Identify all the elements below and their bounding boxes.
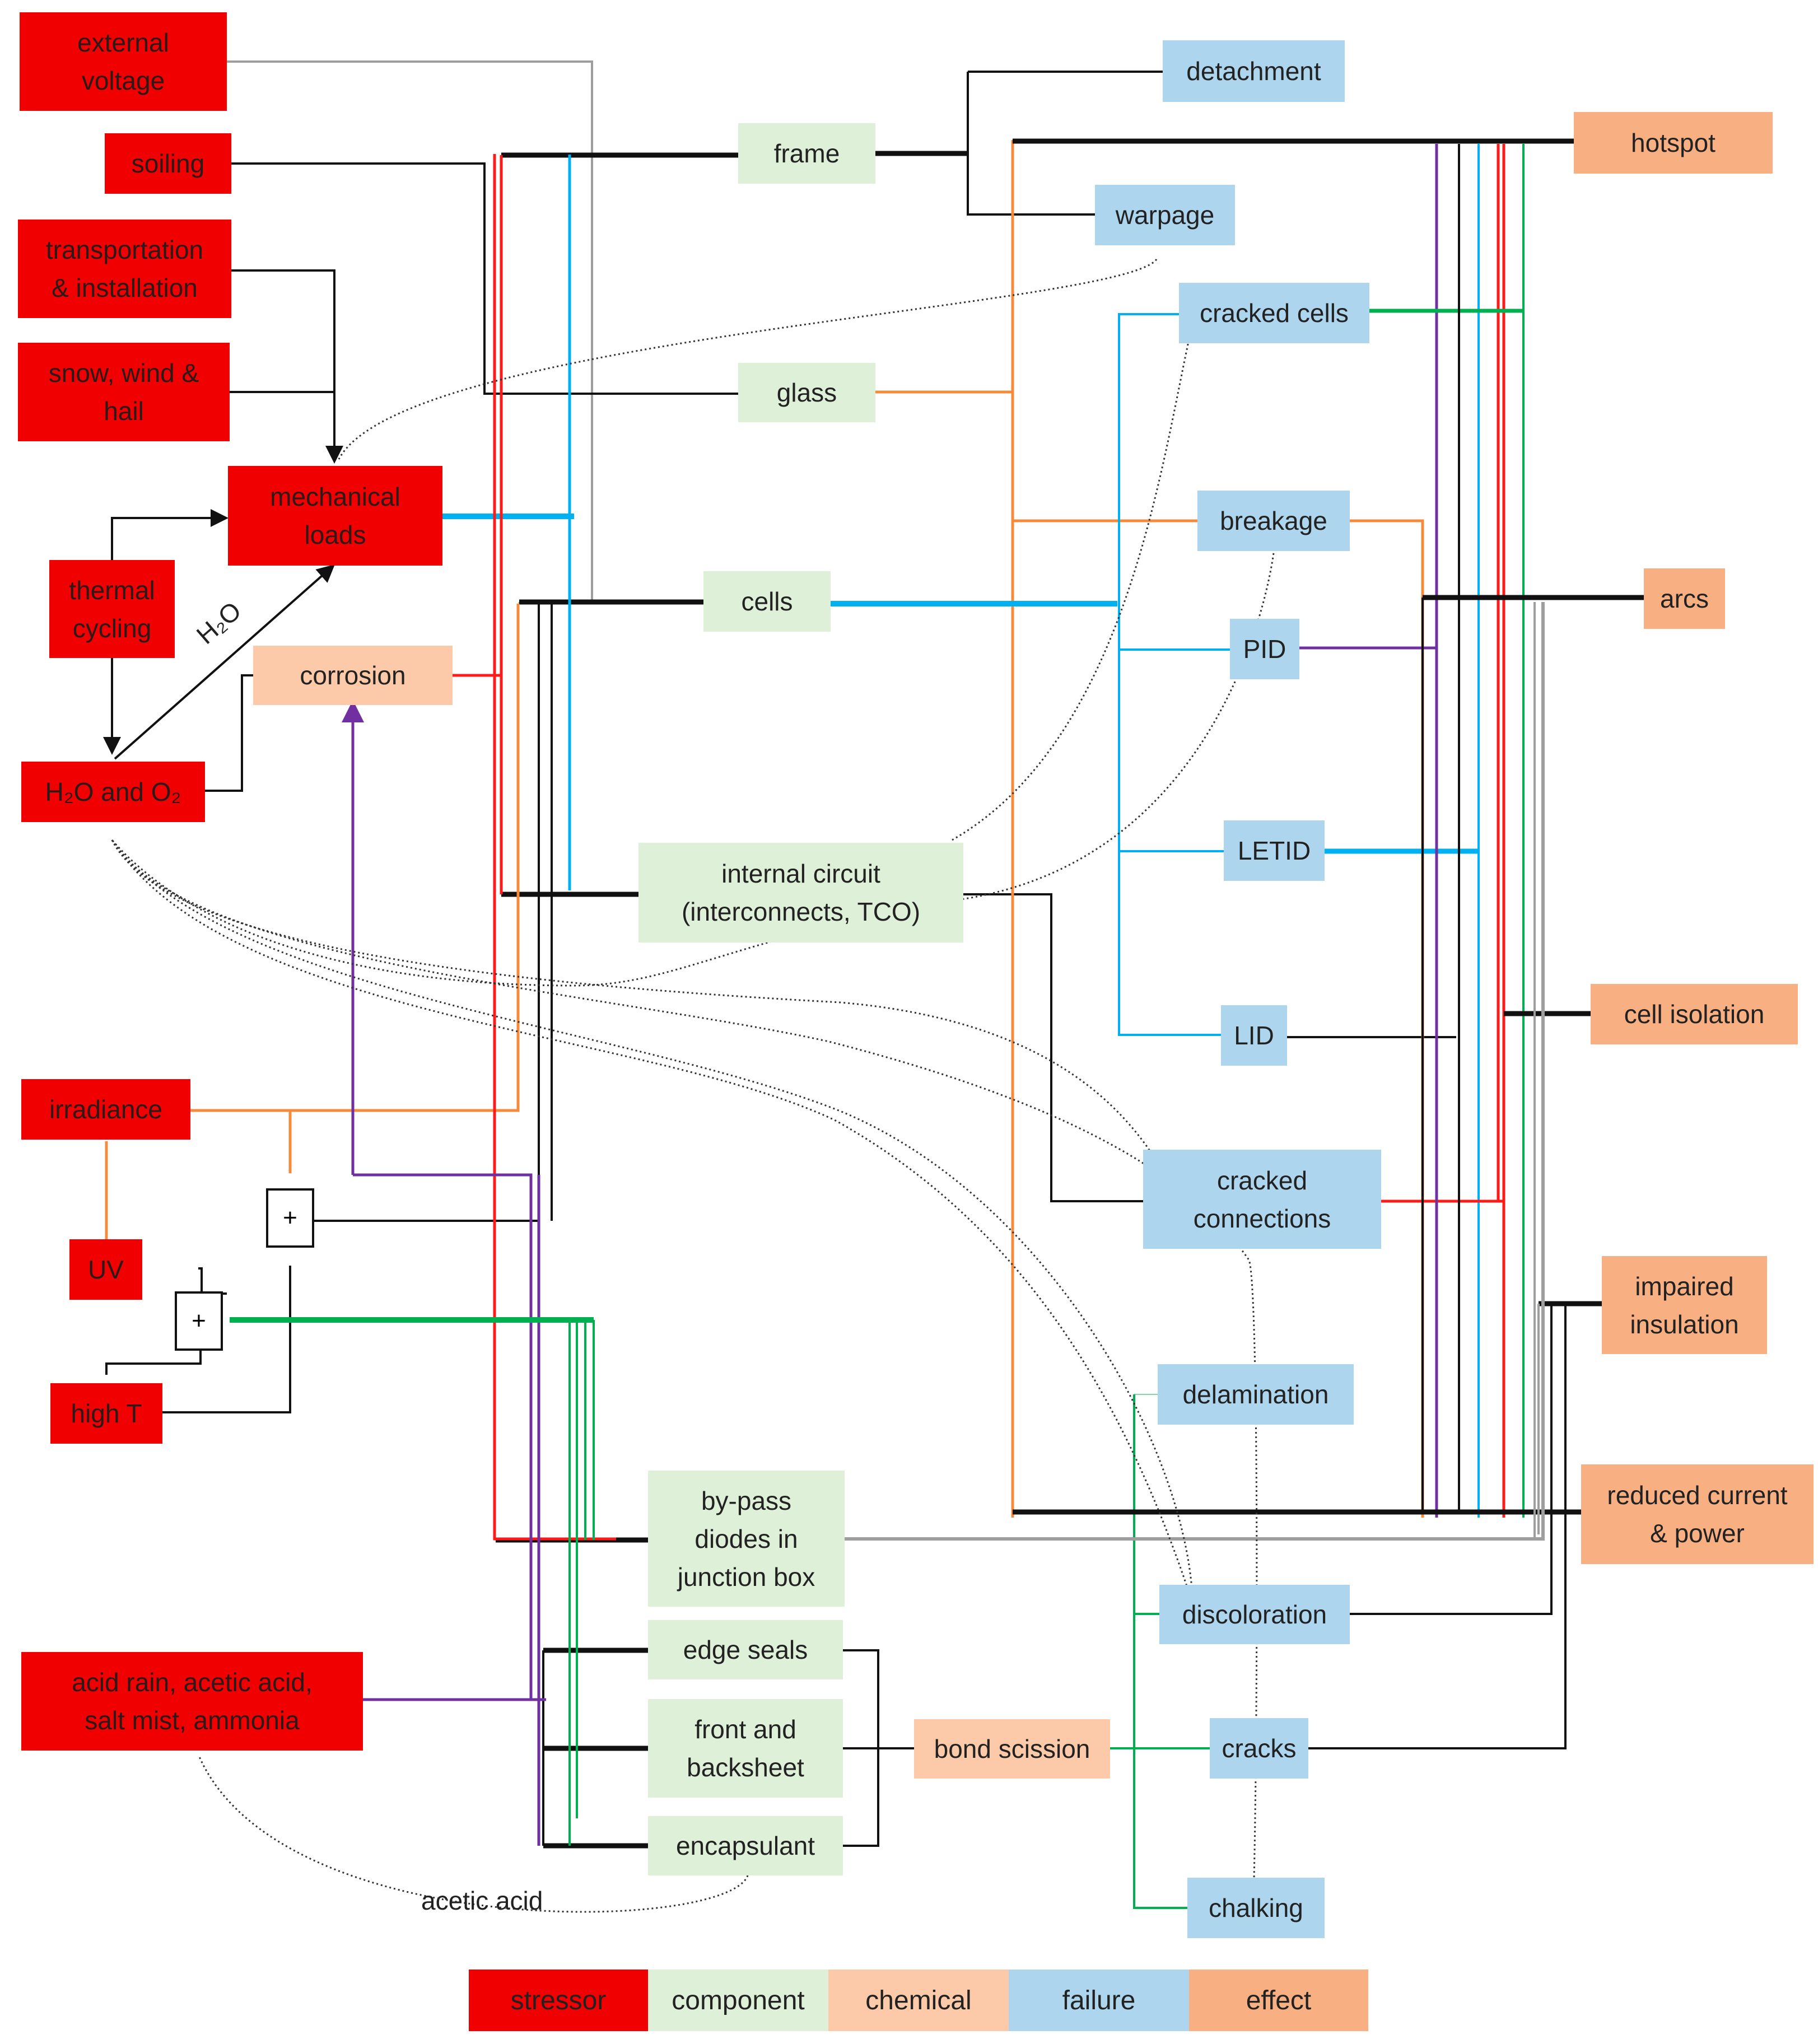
node-encapsulant: encapsulant [648,1816,843,1875]
node-transportation-installation: transportation & installation [18,220,231,318]
plus-operator-irradiance-hight: + [266,1188,314,1248]
node-pid: PID [1230,619,1299,679]
node-arcs: arcs [1644,568,1725,629]
legend-failure: failure [1009,1970,1189,2031]
node-chalking: chalking [1187,1878,1325,1938]
node-delamination: delamination [1158,1364,1354,1425]
edges-gray-bypass [845,602,1545,1541]
dotted-curves [111,259,1275,1930]
node-thermal-cycling: thermal cycling [49,560,175,658]
legend-stressor: stressor [469,1970,648,2031]
legend-chemical: chemical [828,1970,1009,2031]
edges-effects [1013,138,1644,1749]
edges-lower-components [496,1537,914,1849]
node-h2o-and-o2: H₂O and O₂ [21,762,205,822]
node-cells: cells [703,571,831,632]
node-high-t: high T [50,1383,162,1444]
node-impaired-insulation: impaired insulation [1602,1256,1767,1354]
node-cracked-cells: cracked cells [1179,283,1369,343]
node-edge-seals: edge seals [648,1620,843,1679]
node-glass: glass [738,363,875,422]
node-hotspot: hotspot [1574,112,1773,174]
node-front-backsheet: front and backsheet [648,1699,843,1798]
node-reduced-current-power: reduced current & power [1581,1464,1814,1564]
legend-effect: effect [1189,1970,1368,2031]
node-frame: frame [738,123,875,184]
node-discoloration: discoloration [1159,1585,1350,1644]
node-corrosion: corrosion [253,646,453,705]
edges-cyan [442,144,1480,1518]
node-warpage: warpage [1095,185,1235,245]
node-lid: LID [1221,1005,1287,1066]
edges-red [453,144,1505,1541]
plus-operator-uv-hight: + [175,1291,223,1351]
node-external-voltage: external voltage [20,12,227,111]
legend-component: component [648,1970,828,2031]
label-acetic-acid: acetic acid [421,1886,543,1915]
node-uv: UV [69,1239,142,1300]
node-snow-wind-hail: snow, wind & hail [18,343,230,441]
node-acid-rain: acid rain, acetic acid, salt mist, ammon… [21,1652,363,1751]
edges-purple [342,144,1438,1846]
node-irradiance: irradiance [21,1079,190,1140]
edges-frame [501,71,1163,216]
node-mechanical-loads: mechanical loads [228,466,442,566]
node-bypass-diodes: by-pass diodes in junction box [648,1471,845,1607]
edges-green [230,144,1525,1909]
node-cell-isolation: cell isolation [1591,984,1798,1044]
node-soiling: soiling [105,133,231,194]
node-internal-circuit: internal circuit (interconnects, TCO) [638,843,963,942]
node-breakage: breakage [1197,491,1350,551]
node-cracked-connections: cracked connections [1143,1150,1381,1249]
node-cracks: cracks [1210,1718,1308,1779]
edge-external-voltage [227,60,593,602]
node-detachment: detachment [1163,40,1345,102]
node-bond-scission: bond scission [914,1719,1110,1779]
node-letid: LETID [1224,820,1325,881]
